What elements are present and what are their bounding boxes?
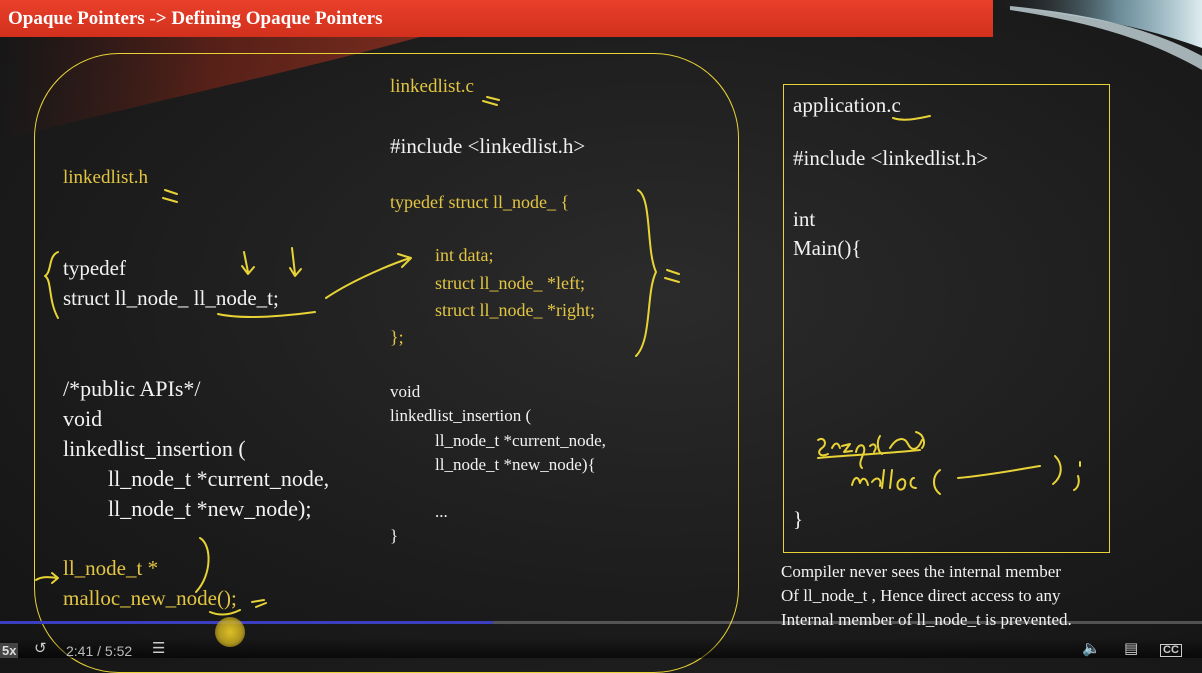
app-include: #include <linkedlist.h> (793, 146, 989, 170)
source-fn-return: void (390, 382, 421, 401)
application-panel (783, 84, 1110, 553)
transcript-icon[interactable]: ▤ (1124, 639, 1139, 657)
header-comment: /*public APIs*/ (63, 376, 201, 401)
replay-icon[interactable]: ↺ (34, 639, 47, 657)
note-line3: Internal member of ll_node_t is prevente… (781, 610, 1072, 629)
app-filename: application.c (793, 93, 901, 117)
chapters-icon[interactable]: ☰ (152, 639, 166, 657)
playback-speed-button[interactable]: 5x (0, 643, 19, 658)
header-source-panel (34, 53, 739, 673)
source-fn-close: } (390, 526, 399, 545)
slide-title: Opaque Pointers -> Defining Opaque Point… (8, 8, 383, 29)
source-struct-open: typedef struct ll_node_ { (390, 192, 570, 212)
source-member-left: struct ll_node_ *left; (435, 273, 585, 293)
header-fn1-arg2: ll_node_t *new_node); (108, 496, 312, 521)
header-fn1-return: void (63, 406, 103, 431)
video-progress-track[interactable] (0, 621, 1202, 624)
app-main: Main(){ (793, 236, 862, 260)
source-fn-ellipsis: ... (435, 502, 448, 521)
source-member-right: struct ll_node_ *right; (435, 300, 595, 320)
slide-title-bar: Opaque Pointers -> Defining Opaque Point… (0, 0, 993, 37)
volume-icon[interactable]: 🔈 (1082, 639, 1101, 657)
header-typedef-line2: struct ll_node_ ll_node_t; (63, 286, 279, 310)
source-fn-arg2: ll_node_t *new_node){ (435, 455, 596, 474)
header-fn2-name: malloc_new_node(); (63, 586, 237, 610)
header-fn1-name: linkedlist_insertion ( (63, 436, 246, 461)
source-include: #include <linkedlist.h> (390, 134, 586, 158)
source-fn-arg1: ll_node_t *current_node, (435, 431, 606, 450)
app-return-type: int (793, 207, 816, 231)
note-line1: Compiler never sees the internal member (781, 562, 1061, 581)
note-line2: Of ll_node_t , Hence direct access to an… (781, 586, 1061, 605)
source-fn-name: linkedlist_insertion ( (390, 406, 532, 425)
video-progress-fill (0, 621, 493, 624)
header-fn2-return: ll_node_t * (63, 556, 159, 580)
app-close: } (793, 507, 804, 531)
video-time: 2:41 / 5:52 (66, 643, 133, 659)
source-filename: linkedlist.c (390, 76, 474, 97)
source-member-data: int data; (435, 245, 494, 265)
video-controls-bar (0, 638, 1202, 658)
source-struct-close: }; (390, 327, 404, 347)
captions-button[interactable]: CC (1160, 644, 1182, 657)
header-fn1-arg1: ll_node_t *current_node, (108, 466, 330, 491)
header-filename: linkedlist.h (63, 167, 148, 188)
header-typedef-line1: typedef (63, 256, 126, 280)
mouse-cursor-highlight (215, 617, 245, 647)
